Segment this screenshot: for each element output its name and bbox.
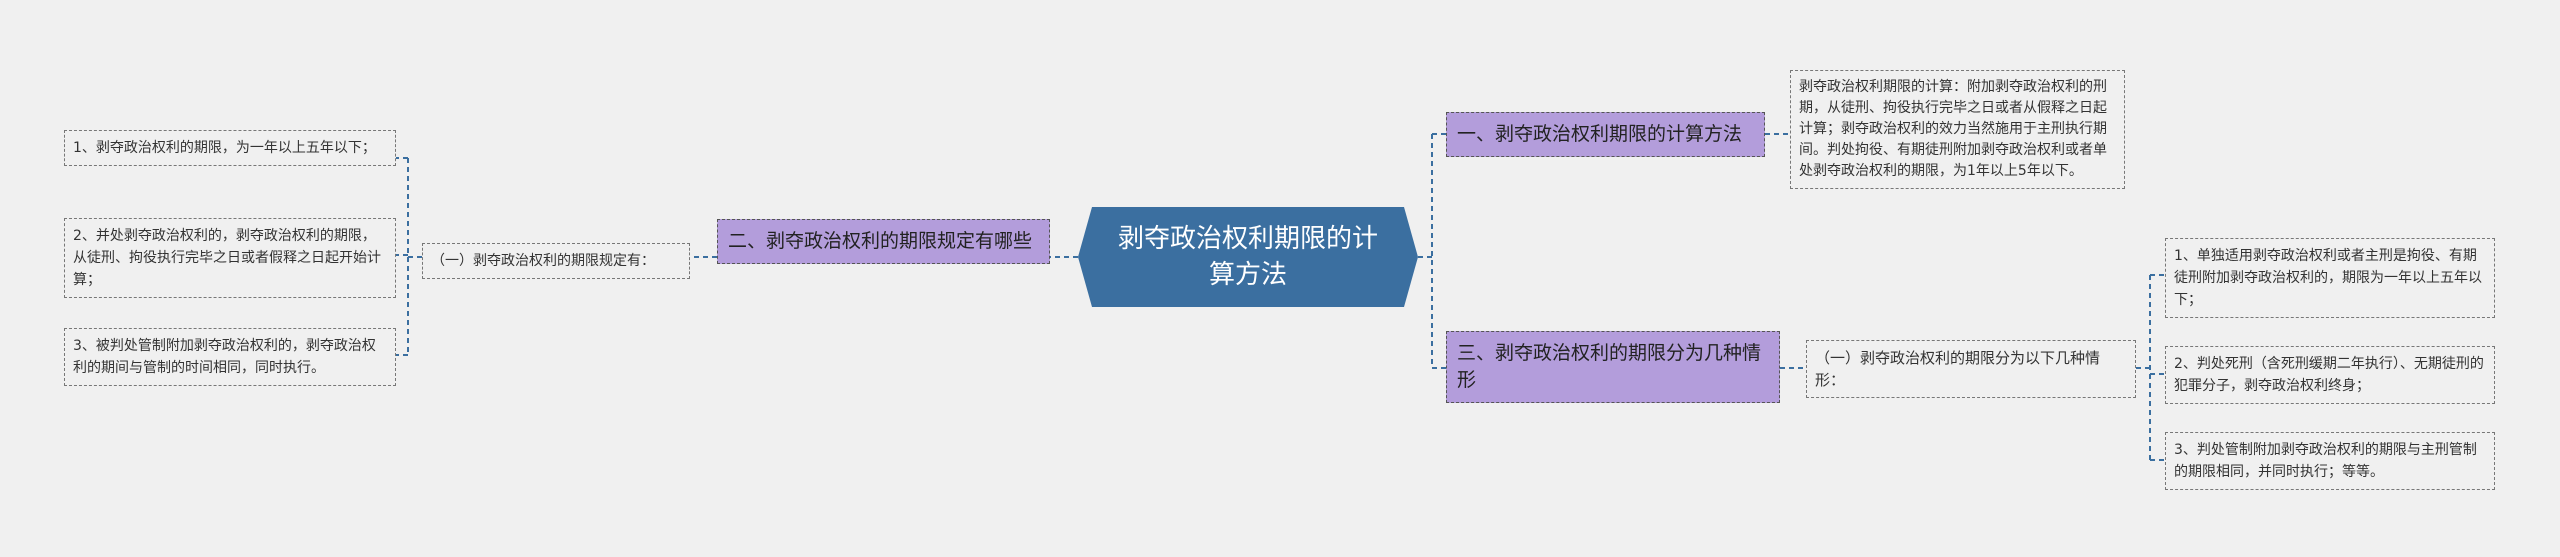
connector-b2sub-items (396, 157, 422, 356)
situation-item-3-text: 3、判处管制附加剥夺政治权利的期限与主刑管制的期限相同，并同时执行；等等。 (2174, 442, 2477, 480)
rule-item-2[interactable]: 2、并处剥夺政治权利的，剥夺政治权利的期限，从徒刑、拘役执行完毕之日或者假释之日… (64, 218, 396, 298)
situation-item-3[interactable]: 3、判处管制附加剥夺政治权利的期限与主刑管制的期限相同，并同时执行；等等。 (2165, 432, 2495, 490)
branch-situations-label: 三、剥夺政治权利的期限分为几种情形 (1457, 342, 1762, 391)
situation-item-1[interactable]: 1、单独适用剥夺政治权利或者主刑是拘役、有期徒刑附加剥夺政治权利的，期限为一年以… (2165, 238, 2495, 318)
branch-period-rules-label: 二、剥夺政治权利的期限规定有哪些 (728, 230, 1033, 252)
situations-subtopic-label: （一）剥夺政治权利的期限分为以下几种情形： (1815, 349, 2101, 389)
situation-item-2-text: 2、判处死刑（含死刑缓期二年执行）、无期徒刑的犯罪分子，剥夺政治权利终身； (2174, 356, 2484, 394)
rule-item-3-text: 3、被判处管制附加剥夺政治权利的，剥夺政治权利的期间与管制的时间相同，同时执行。 (73, 338, 376, 376)
rule-item-1[interactable]: 1、剥夺政治权利的期限，为一年以上五年以下； (64, 130, 396, 166)
rule-item-3[interactable]: 3、被判处管制附加剥夺政治权利的，剥夺政治权利的期间与管制的时间相同，同时执行。 (64, 328, 396, 386)
branch-calculation-method-label: 一、剥夺政治权利期限的计算方法 (1457, 123, 1743, 145)
root-hexagon-shape (1078, 207, 1418, 307)
rule-item-1-text: 1、剥夺政治权利的期限，为一年以上五年以下； (73, 140, 376, 156)
branch-calculation-method[interactable]: 一、剥夺政治权利期限的计算方法 (1446, 112, 1765, 157)
connector-b3sub-items (2136, 274, 2165, 461)
calculation-detail-text: 剥夺政治权利期限的计算：附加剥夺政治权利的刑期，从徒刑、拘役执行完毕之日或者从假… (1799, 79, 2107, 179)
rule-item-2-text: 2、并处剥夺政治权利的，剥夺政治权利的期限，从徒刑、拘役执行完毕之日或者假释之日… (73, 228, 381, 288)
situation-item-2[interactable]: 2、判处死刑（含死刑缓期二年执行）、无期徒刑的犯罪分子，剥夺政治权利终身； (2165, 346, 2495, 404)
root-title: 剥夺政治权利期限的计算方法 (1118, 224, 1379, 290)
branch-situations[interactable]: 三、剥夺政治权利的期限分为几种情形 (1446, 331, 1780, 403)
period-rules-subtopic-label: （一）剥夺政治权利的期限规定有： (431, 253, 655, 269)
calculation-detail[interactable]: 剥夺政治权利期限的计算：附加剥夺政治权利的刑期，从徒刑、拘役执行完毕之日或者从假… (1790, 70, 2125, 189)
situations-subtopic[interactable]: （一）剥夺政治权利的期限分为以下几种情形： (1806, 340, 2136, 398)
root-topic[interactable]: 剥夺政治权利期限的计算方法 (1078, 207, 1418, 307)
branch-period-rules[interactable]: 二、剥夺政治权利的期限规定有哪些 (717, 219, 1050, 264)
situation-item-1-text: 1、单独适用剥夺政治权利或者主刑是拘役、有期徒刑附加剥夺政治权利的，期限为一年以… (2174, 248, 2482, 308)
period-rules-subtopic[interactable]: （一）剥夺政治权利的期限规定有： (422, 243, 690, 279)
connector-root-right (1418, 133, 1446, 369)
